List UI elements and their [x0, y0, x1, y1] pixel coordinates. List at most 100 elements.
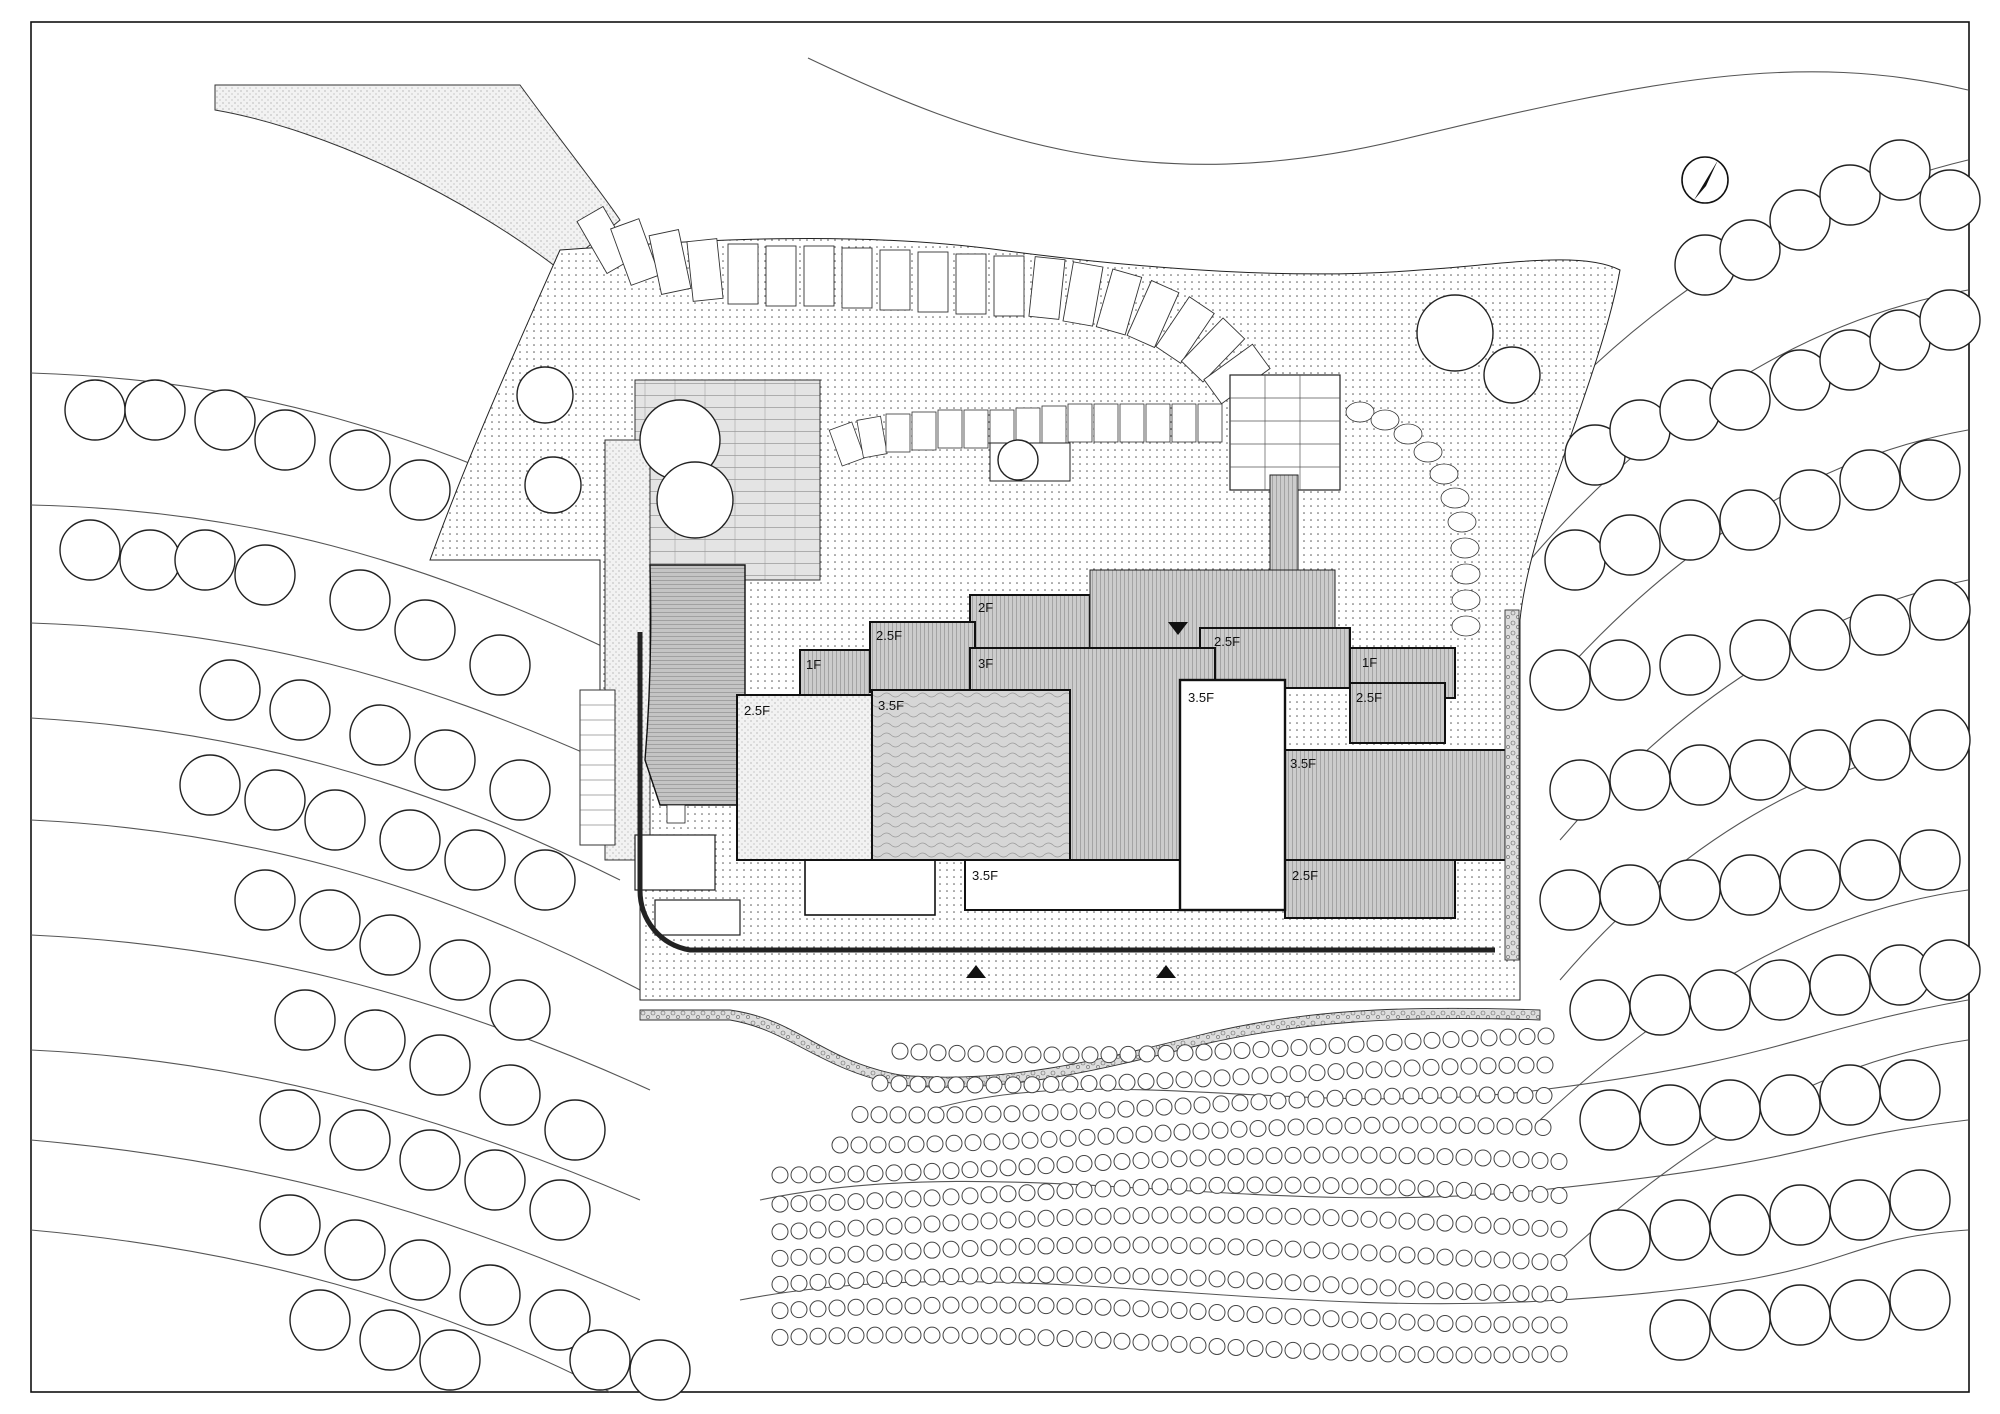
orchard-shrub-icon: [980, 1267, 998, 1285]
orchard-shrub-icon: [1360, 1278, 1378, 1296]
orchard-shrub-icon: [1493, 1316, 1511, 1334]
orchard-shrub-icon: [1518, 1028, 1536, 1046]
orchard-shrub-icon: [1512, 1151, 1530, 1169]
orchard-shrub-icon: [1398, 1280, 1416, 1298]
orchard-shrub-icon: [1155, 1098, 1173, 1116]
orchard-shrub-icon: [847, 1271, 865, 1289]
orchard-shrub-icon: [1075, 1208, 1093, 1226]
orchard-shrub-icon: [847, 1298, 865, 1316]
orchard-shrub-icon: [1094, 1207, 1112, 1225]
orchard-shrub-icon: [1322, 1242, 1340, 1260]
orchard-shrub-icon: [1151, 1268, 1169, 1286]
orchard-shrub-icon: [1417, 1247, 1435, 1265]
orchard-shrub-icon: [1192, 1122, 1210, 1140]
orchard-shrub-icon: [1550, 1220, 1568, 1238]
orchard-shrub-icon: [1138, 1045, 1156, 1063]
forest-tree-icon: [1609, 749, 1671, 811]
orchard-shrub-icon: [1550, 1316, 1568, 1334]
forest-tree-icon: [389, 1239, 451, 1301]
orchard-shrub-icon: [904, 1163, 922, 1181]
orchard-shrub-icon: [1037, 1266, 1055, 1284]
west-stair-treads: [580, 704, 615, 826]
orchard-shrub-icon: [847, 1245, 865, 1263]
forest-tree-icon: [1809, 954, 1871, 1016]
orchard-shrub-icon: [790, 1222, 808, 1240]
orchard-shrub-icon: [980, 1212, 998, 1230]
forest-tree-icon: [1709, 369, 1771, 431]
orchard-shrub-icon: [1208, 1237, 1226, 1255]
orchard-shrub-icon: [1385, 1033, 1403, 1051]
orchard-shrub-icon: [1156, 1072, 1174, 1090]
stone-arc-path: [1345, 401, 1481, 637]
orchard-shrub-icon: [999, 1159, 1017, 1177]
orchard-shrub-icon: [1480, 1029, 1498, 1047]
orchard-shrub-icon: [1227, 1148, 1245, 1166]
orchard-shrub-icon: [1474, 1182, 1492, 1200]
orchard-shrub-icon: [771, 1328, 789, 1346]
orchard-shrub-icon: [809, 1221, 827, 1239]
orchard-shrub-icon: [1037, 1237, 1055, 1255]
orchard-shrub-icon: [983, 1133, 1001, 1151]
forest-tree-icon: [1899, 829, 1961, 891]
forest-tree-icon: [1659, 634, 1721, 696]
orchard-shrub-icon: [961, 1213, 979, 1231]
orchard-shrub-icon: [1531, 1185, 1549, 1203]
forest-tree-icon: [1579, 1089, 1641, 1151]
orchard-shrub-icon: [1037, 1329, 1055, 1347]
orchard-shrub-icon: [828, 1193, 846, 1211]
orchard-shrub-icon: [1379, 1211, 1397, 1229]
orchard-shrub-icon: [964, 1134, 982, 1152]
forest-tree-icon: [1544, 529, 1606, 591]
orchard-shrub-icon: [928, 1076, 946, 1094]
orchard-shrub-icon: [1460, 1057, 1478, 1075]
east-gravel-wall: [1504, 609, 1520, 961]
orchard-shrub-icon: [1099, 1074, 1117, 1092]
orchard-shrub-icon: [1498, 1056, 1516, 1074]
orchard-shrub-icon: [1113, 1236, 1131, 1254]
orchard-shrub-icon: [1284, 1207, 1302, 1225]
orchard-shrub-icon: [980, 1296, 998, 1314]
orchard-shrub-icon: [1398, 1345, 1416, 1363]
forest-tree-icon: [274, 989, 336, 1051]
orchard-shrub-icon: [771, 1195, 789, 1213]
orchard-shrub-icon: [923, 1241, 941, 1259]
orchard-shrub-icon: [1512, 1316, 1530, 1334]
orchard-shrub-icon: [904, 1216, 922, 1234]
orchard-shrub-icon: [1075, 1298, 1093, 1316]
orchard-shrub-icon: [1265, 1147, 1283, 1165]
roof-label: 3.5F: [1290, 756, 1316, 771]
orchard-shrub-icon: [1322, 1310, 1340, 1328]
orchard-shrub-icon: [1420, 1116, 1438, 1134]
orchard-shrub-icon: [885, 1326, 903, 1344]
orchard-shrub-icon: [1230, 1120, 1248, 1138]
orchard-shrub-icon: [1383, 1087, 1401, 1105]
forest-tree-icon: [1779, 469, 1841, 531]
orchard-shrub-icon: [851, 1105, 869, 1123]
orchard-shrub-icon: [1534, 1119, 1552, 1137]
roof-label: 1F: [1362, 655, 1377, 670]
orchard-shrub-icon: [1002, 1132, 1020, 1150]
orchard-shrub-icon: [1194, 1070, 1212, 1088]
orchard-shrub-icon: [866, 1298, 884, 1316]
orchard-shrub-icon: [1208, 1206, 1226, 1224]
forest-tree-icon: [1749, 959, 1811, 1021]
forest-tree-icon: [259, 1089, 321, 1151]
orchard-shrub-icon: [1246, 1176, 1264, 1194]
orchard-shrub-icon: [828, 1165, 846, 1183]
orchard-shrub-icon: [1170, 1236, 1188, 1254]
orchard-shrub-icon: [1384, 1060, 1402, 1078]
orchard-shrub-icon: [923, 1296, 941, 1314]
orchard-shrub-icon: [942, 1162, 960, 1180]
orchard-shrub-icon: [1208, 1176, 1226, 1194]
orchard-shrub-icon: [1214, 1042, 1232, 1060]
orchard-shrub-icon: [904, 1297, 922, 1315]
orchard-shrub-icon: [1176, 1044, 1194, 1062]
orchard-shrub-icon: [1151, 1334, 1169, 1352]
orchard-shrub-icon: [1170, 1177, 1188, 1195]
orchard-shrub-icon: [1094, 1266, 1112, 1284]
orchard-shrub-icon: [1531, 1152, 1549, 1170]
orchard-shrub-icon: [1173, 1123, 1191, 1141]
orchard-shrub-icon: [1132, 1333, 1150, 1351]
orchard-shrub-icon: [885, 1217, 903, 1235]
orchard-shrub-icon: [1018, 1158, 1036, 1176]
